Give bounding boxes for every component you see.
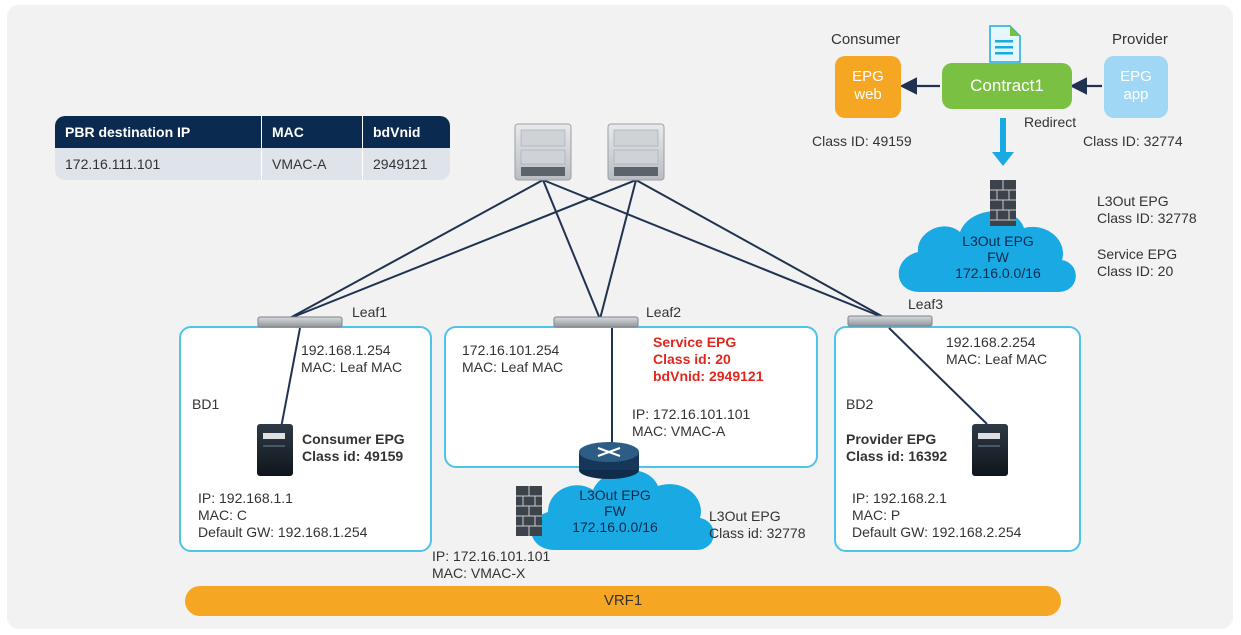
cloud-icon [898,211,1076,292]
provider-host-mac: MAC: P [852,507,901,523]
leaf-switch-icon [257,316,343,328]
leaf-switch-icon [553,316,639,328]
top-cloud-label: L3Out EPG FW 172.16.0.0/16 [948,233,1048,281]
redirect-label: Redirect [1024,114,1077,130]
consumer-classid: Class ID: 49159 [812,133,912,149]
server-icon [972,424,1008,476]
cloud-icon [531,469,714,550]
service-gw-mac: MAC: Leaf MAC [462,359,564,375]
server-icon [257,424,293,476]
provider-epg-info: Provider EPG Class id: 16392 [846,431,947,465]
contract-box: Contract1 [942,63,1072,109]
service-epg-info: Service EPG Class id: 20 bdVnid: 2949121 [653,334,764,385]
leaf1-label: Leaf1 [352,304,388,320]
service-epg-line1: Service EPG [653,334,737,350]
top-cloud-line2: FW [987,249,1009,265]
leaf-switch-icon [847,315,933,327]
consumer-host-ip: IP: 192.168.1.1 [198,490,293,506]
bd2-gateway: 192.168.2.254 MAC: Leaf MAC [946,334,1047,368]
bottom-side-info: L3Out EPG Class id: 32778 [709,508,806,542]
consumer-epg-class: Class id: 49159 [302,448,404,464]
service-bd-gateway: 172.16.101.254 MAC: Leaf MAC [462,342,563,376]
provider-epg-box: EPG app [1104,56,1168,118]
bottom-cloud-line1: L3Out EPG [579,487,651,503]
leaf3-label: Leaf3 [908,296,944,312]
bd1-gateway: 192.168.1.254 MAC: Leaf MAC [301,342,402,376]
bd2-gw-ip: 192.168.2.254 [946,334,1036,350]
pbr-header-ip: PBR destination IP [55,116,261,148]
provider-host-info: IP: 192.168.2.1 MAC: P Default GW: 192.1… [852,490,1021,541]
bottom-cloud-label: L3Out EPG FW 172.16.0.0/16 [560,487,670,535]
spine-switch-icon [607,123,665,181]
bottom-cloud-line3: 172.16.0.0/16 [572,519,658,535]
top-side-service-1: Service EPG [1097,246,1178,262]
pbr-table: PBR destination IP MAC bdVnid 172.16.111… [55,116,450,180]
consumer-host-gw: Default GW: 192.168.1.254 [198,524,368,540]
spine-switch-icon [514,123,572,181]
bottom-cloud-line2: FW [604,503,626,519]
bd2-gw-mac: MAC: Leaf MAC [946,351,1048,367]
bd2-box [834,326,1081,552]
table-row: 172.16.111.101 VMAC-A 2949121 [55,148,450,180]
document-icon [989,25,1021,63]
bottom-fw-ip: IP: 172.16.101.101 [432,548,551,564]
redirect-arrow [992,118,1014,166]
provider-host-gw: Default GW: 192.168.2.254 [852,524,1022,540]
top-side-l3out-1: L3Out EPG [1097,193,1169,209]
consumer-epg-line2: web [854,86,882,103]
pbr-header-mac: MAC [261,116,362,148]
service-epg-line2: Class id: 20 [653,351,731,367]
leaf2-label: Leaf2 [646,304,682,320]
bottom-side-2: Class id: 32778 [709,525,806,541]
bd2-name: BD2 [846,396,874,412]
consumer-title: Consumer [831,31,901,48]
provider-epg-class: Class id: 16392 [846,448,948,464]
top-cloud-line1: L3Out EPG [962,233,1034,249]
bd1-gw-mac: MAC: Leaf MAC [301,359,403,375]
consumer-epg-name: Consumer EPG [302,431,405,447]
firewall-icon [990,180,1016,226]
bd1-name: BD1 [192,396,220,412]
pbr-cell-bdvnid: 2949121 [362,148,450,180]
pbr-table-header: PBR destination IP MAC bdVnid [55,116,450,148]
pbr-cell-mac: VMAC-A [261,148,362,180]
firewall-icon [516,486,542,536]
bottom-side-1: L3Out EPG [709,508,781,524]
top-side-service-2: Class ID: 20 [1097,263,1174,279]
consumer-epg-info: Consumer EPG Class id: 49159 [302,431,405,465]
service-epg-line3: bdVnid: 2949121 [653,368,764,384]
top-side-service: Service EPG Class ID: 20 [1097,246,1177,280]
provider-title: Provider [1112,31,1168,48]
vrf-label: VRF1 [603,592,643,609]
service-fw-ip: IP: 172.16.101.101 [632,406,751,422]
consumer-host-info: IP: 192.168.1.1 MAC: C Default GW: 192.1… [198,490,367,541]
fabric-links [287,179,888,320]
consumer-epg-box: EPG web [835,56,901,118]
pbr-cell-ip: 172.16.111.101 [55,148,261,180]
top-side-l3out: L3Out EPG Class ID: 32778 [1097,193,1197,227]
provider-host-ip: IP: 192.168.2.1 [852,490,947,506]
pbr-header-bdvnid: bdVnid [362,116,450,148]
provider-classid: Class ID: 32774 [1083,133,1183,149]
service-gw-ip: 172.16.101.254 [462,342,560,358]
service-fw-mac: MAC: VMAC-A [632,423,726,439]
bd1-gw-ip: 192.168.1.254 [301,342,391,358]
provider-epg-line1: EPG [1120,68,1152,85]
vrf-bar: VRF1 [185,586,1061,616]
provider-epg-name: Provider EPG [846,431,937,447]
bd1-box [179,326,432,552]
consumer-host-mac: MAC: C [198,507,247,523]
router-icon [579,442,639,479]
bottom-fw-mac: MAC: VMAC-X [432,565,526,581]
top-cloud-line3: 172.16.0.0/16 [955,265,1041,281]
top-side-l3out-2: Class ID: 32778 [1097,210,1197,226]
contract-label: Contract1 [970,76,1044,95]
service-fw-info: IP: 172.16.101.101 MAC: VMAC-A [632,406,750,440]
provider-epg-line2: app [1123,86,1149,103]
consumer-epg-line1: EPG [852,68,884,85]
bottom-fw-info: IP: 172.16.101.101 MAC: VMAC-X [432,548,550,582]
